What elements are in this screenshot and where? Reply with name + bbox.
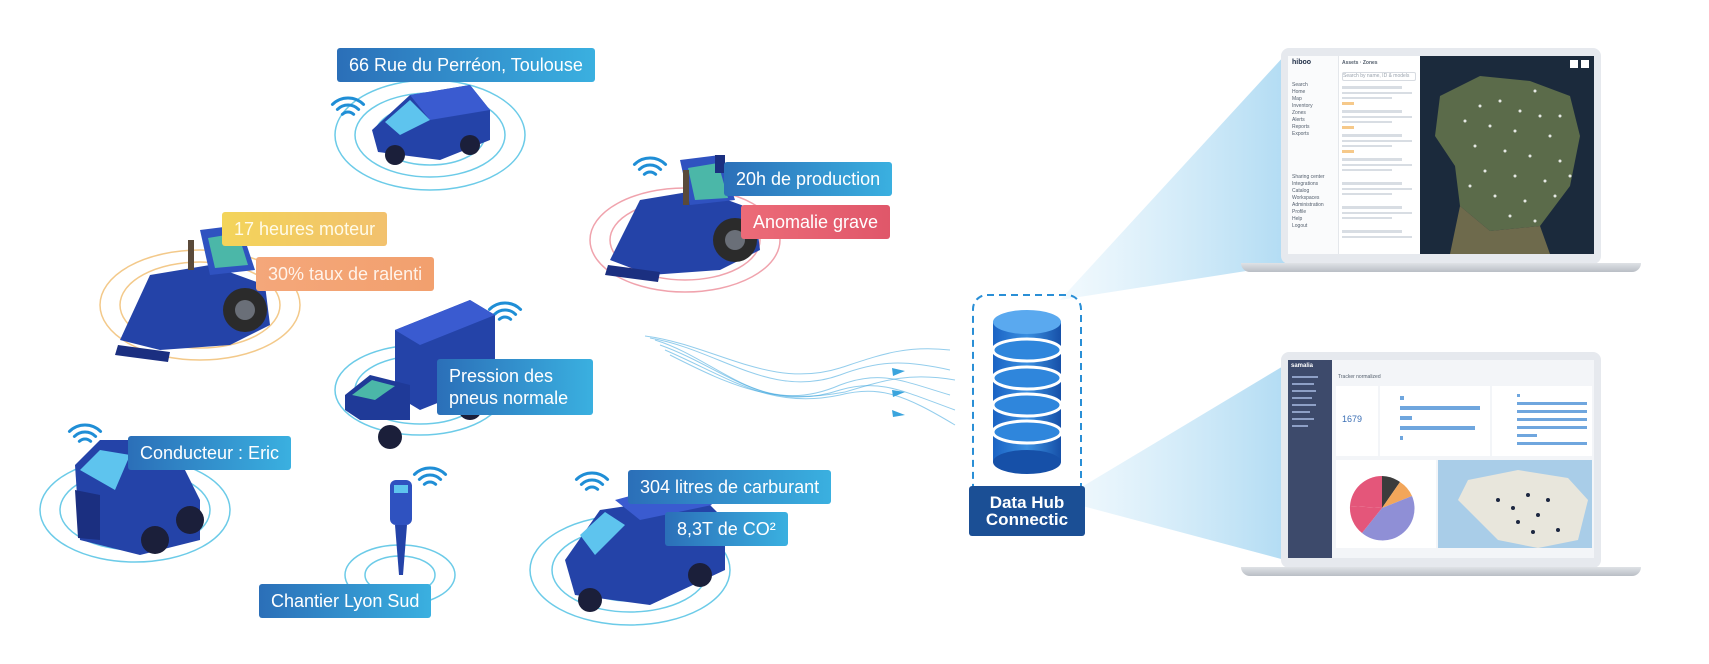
- laptop-top-display: hiboo Search Home Map Inventory Zones Al…: [1288, 56, 1594, 254]
- flow-lines: [644, 335, 956, 426]
- wifi-icon: [67, 423, 103, 443]
- wifi-icon: [632, 156, 668, 176]
- pie-chart-panel: [1336, 460, 1436, 548]
- menu-item[interactable]: Help: [1292, 216, 1303, 222]
- tool-icon: [390, 480, 412, 575]
- menu-item[interactable]: Logout: [1292, 223, 1308, 229]
- hiboo-sidebar: hiboo Search Home Map Inventory Zones Al…: [1288, 56, 1339, 254]
- tire-pressure-label: Pression des pneus normale: [437, 359, 593, 415]
- menu-item[interactable]: Search: [1292, 82, 1308, 88]
- engine-hours-label: 17 heures moteur: [222, 212, 388, 246]
- menu-item[interactable]: Workspaces: [1292, 195, 1320, 201]
- fuel-label: 304 litres de carburant: [628, 470, 832, 504]
- filter-chip[interactable]: Tracker normalized: [1338, 374, 1381, 380]
- samalia-sidebar: samalia: [1288, 360, 1332, 558]
- hiboo-menu: Search Home Map Inventory Zones Alerts R…: [1292, 82, 1313, 138]
- asset-search-input[interactable]: Search by name, ID & models: [1342, 72, 1416, 81]
- wifi-icon: [487, 301, 523, 321]
- address-label: 66 Rue du Perréon, Toulouse: [337, 48, 595, 82]
- menu-item[interactable]: Zones: [1292, 110, 1306, 116]
- wifi-icon: [412, 466, 448, 486]
- asset-list-header: Assets · Zones: [1342, 60, 1378, 66]
- menu-item[interactable]: Sharing center: [1292, 174, 1325, 180]
- menu-item[interactable]: Catalog: [1292, 188, 1310, 194]
- hub-frame: [972, 294, 1082, 506]
- kpi-value: 1679: [1342, 414, 1363, 424]
- anomaly-label: Anomalie grave: [741, 205, 891, 239]
- menu-item[interactable]: Home: [1292, 89, 1306, 95]
- bar-chart-panel: [1380, 386, 1490, 456]
- europe-map-panel[interactable]: [1438, 460, 1592, 548]
- laptop-bottom-base: [1241, 567, 1641, 576]
- van-top-icon: [372, 85, 490, 165]
- menu-item[interactable]: Map: [1292, 96, 1302, 102]
- menu-item[interactable]: Exports: [1292, 131, 1309, 137]
- co2-label: 8,3T de CO²: [665, 512, 788, 546]
- site-label: Chantier Lyon Sud: [259, 584, 432, 618]
- laptop-bottom-display: samalia Tracker normalized 1679: [1288, 360, 1594, 558]
- menu-item[interactable]: Integrations: [1292, 181, 1319, 187]
- samalia-logo: samalia: [1291, 363, 1314, 369]
- menu-item[interactable]: Administration: [1292, 202, 1324, 208]
- kpi-card: 1679: [1336, 386, 1378, 456]
- production-label: 20h de production: [724, 162, 893, 196]
- laptop-top-base: [1241, 263, 1641, 272]
- france-map[interactable]: [1420, 56, 1594, 254]
- flow-arrows: [892, 368, 905, 417]
- beam-top: [1060, 55, 1285, 300]
- menu-item[interactable]: Reports: [1292, 124, 1310, 130]
- database-icon: [991, 310, 1063, 474]
- bar-chart-panel-2: [1492, 386, 1592, 456]
- sidebar-lines: [1292, 376, 1318, 427]
- laptop-bottom-screen: samalia Tracker normalized 1679: [1281, 352, 1601, 568]
- menu-item[interactable]: Profile: [1292, 209, 1307, 215]
- menu-item[interactable]: Alerts: [1292, 117, 1305, 123]
- loader-right-icon: [605, 155, 760, 282]
- loader-left-icon: [115, 225, 270, 362]
- wifi-icon: [574, 471, 610, 491]
- menu-item[interactable]: Inventory: [1292, 103, 1313, 109]
- data-hub-label: Data Hub Connectic: [969, 486, 1085, 536]
- laptop-top-screen: hiboo Search Home Map Inventory Zones Al…: [1281, 48, 1601, 264]
- idle-rate-label: 30% taux de ralenti: [256, 257, 435, 291]
- beam-bottom: [1060, 365, 1285, 560]
- hiboo-logo: hiboo: [1292, 59, 1312, 66]
- driver-label: Conducteur : Eric: [128, 436, 292, 470]
- hiboo-menu-bottom: Sharing center Integrations Catalog Work…: [1292, 174, 1325, 230]
- asset-rows: [1342, 86, 1412, 238]
- wifi-icon: [330, 96, 366, 116]
- asset-list: Assets · Zones Search by name, ID & mode…: [1339, 56, 1419, 254]
- hub-line-2: Connectic: [985, 510, 1069, 529]
- hub-line-1: Data Hub: [989, 493, 1065, 512]
